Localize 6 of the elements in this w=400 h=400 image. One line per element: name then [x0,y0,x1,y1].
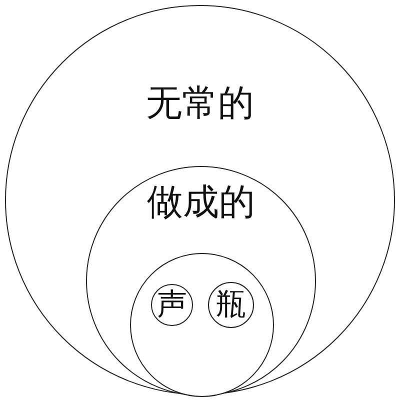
circle [208,282,254,328]
circle-label: 无常的 [146,86,254,122]
circle [151,284,193,326]
circle-label: 瓶 [216,290,246,320]
circle-label: 做成的 [147,185,255,221]
circle-label: 声 [157,290,187,320]
